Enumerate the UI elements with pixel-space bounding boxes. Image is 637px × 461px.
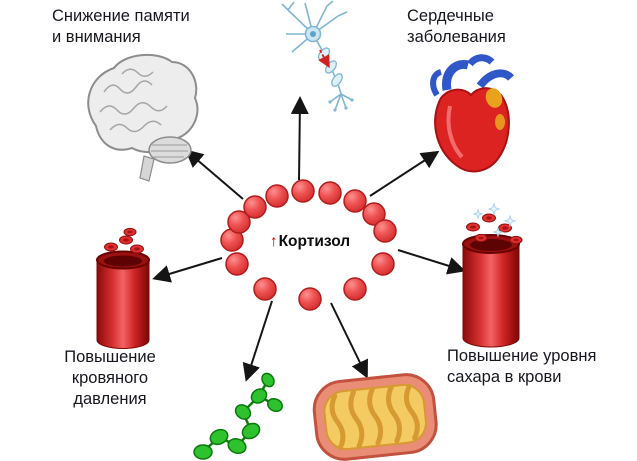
sugar-crystal-icon <box>472 202 517 238</box>
label-heart-disease: Сердечные заболевания <box>407 7 506 47</box>
intestine-icon <box>312 373 438 461</box>
brain-icon <box>87 53 199 182</box>
arrows <box>152 96 466 382</box>
arrow-to-glucose <box>242 300 273 382</box>
arrow-to-intestine <box>330 302 368 379</box>
cortisol-molecules-ring <box>220 179 397 311</box>
cortisol-center-label: ↑Кортизол <box>246 233 374 251</box>
arrow-to-neuron <box>290 96 309 181</box>
cortisol-text: Кортизол <box>278 233 351 250</box>
neuron-icon <box>281 0 354 112</box>
heart-icon <box>430 54 515 173</box>
blood-vessel-sugar-icon <box>462 202 523 348</box>
arrow-to-heart <box>369 150 440 197</box>
label-blood-sugar: Повышение уровня сахара в крови <box>447 347 597 387</box>
label-blood-pressure: Повышение кровяного давления <box>64 348 156 409</box>
arrow-to-vessel-left <box>152 257 223 283</box>
label-memory-decline: Снижение памяти и внимания <box>52 7 190 47</box>
arrow-to-brain <box>184 149 244 200</box>
up-arrow-icon: ↑ <box>269 233 278 250</box>
blood-vessel-icon <box>96 227 150 349</box>
glucose-chain-icon <box>193 372 284 460</box>
arrow-to-vessel-right <box>397 249 466 275</box>
